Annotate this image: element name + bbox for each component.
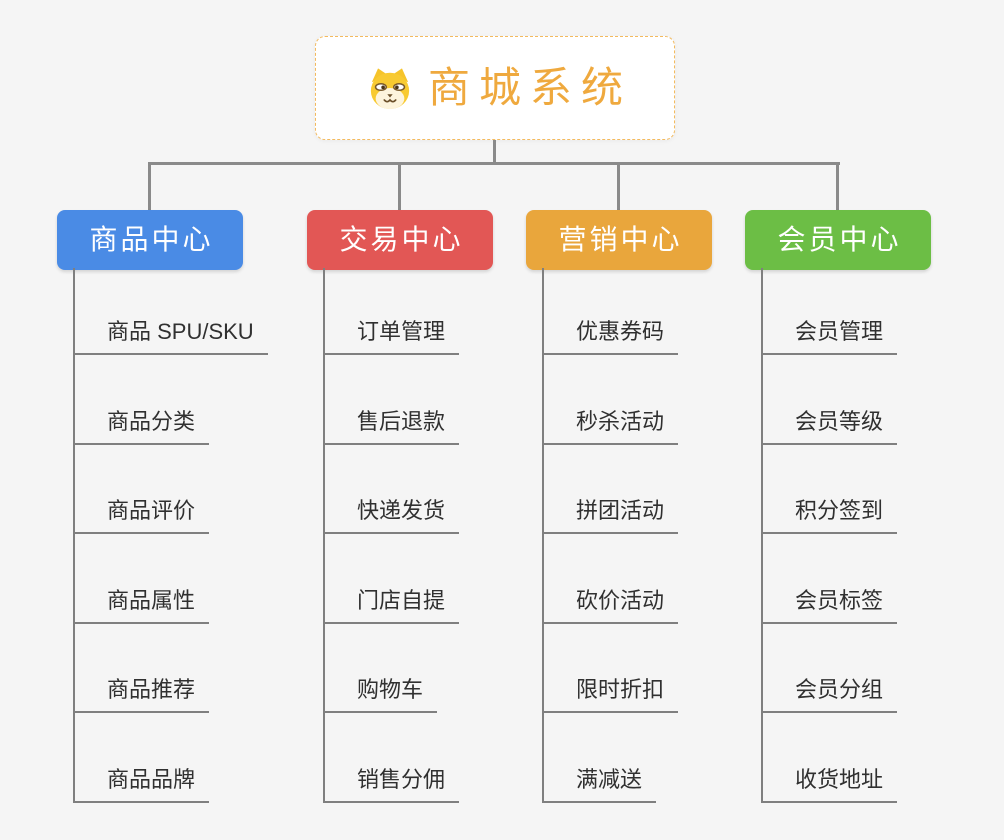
- leaf-node[interactable]: 限时折扣: [542, 676, 679, 713]
- branch-children-marketing-center: 优惠券码 秒杀活动 拼团活动 砍价活动 限时折扣 满减送: [542, 268, 787, 813]
- leaf-node[interactable]: 秒杀活动: [542, 408, 679, 445]
- leaf-node[interactable]: 会员分组: [761, 676, 898, 713]
- branch-node-member-center[interactable]: 会员中心: [745, 210, 931, 270]
- leaf-node[interactable]: 订单管理: [323, 318, 460, 355]
- leaf-node[interactable]: 购物车: [323, 676, 438, 713]
- leaf-node[interactable]: 商品 SPU/SKU: [73, 318, 268, 355]
- leaf-node[interactable]: 优惠券码: [542, 318, 679, 355]
- branch-children-trade-center: 订单管理 售后退款 快递发货 门店自提 购物车 销售分佣: [323, 268, 568, 813]
- connector-bus: [148, 162, 840, 165]
- branch-node-trade-center[interactable]: 交易中心: [307, 210, 493, 270]
- leaf-node[interactable]: 商品属性: [73, 587, 210, 624]
- root-node-title: 商城系统: [427, 64, 632, 111]
- branch-trunk-line: [323, 268, 325, 803]
- branch-trunk-line: [73, 268, 75, 803]
- leaf-node[interactable]: 收货地址: [761, 766, 898, 803]
- leaf-node[interactable]: 商品推荐: [73, 676, 210, 713]
- connector-drop: [148, 163, 151, 210]
- branch-trunk-line: [761, 268, 763, 803]
- leaf-node[interactable]: 门店自提: [323, 587, 460, 624]
- leaf-node[interactable]: 拼团活动: [542, 497, 679, 534]
- dog-face-icon: [367, 66, 413, 110]
- branch-node-marketing-center[interactable]: 营销中心: [526, 210, 712, 270]
- branch-children-product-center: 商品 SPU/SKU 商品分类 商品评价 商品属性 商品推荐 商品品牌: [73, 268, 318, 813]
- branch-node-label: 商品中心: [89, 224, 214, 255]
- leaf-node[interactable]: 砍价活动: [542, 587, 679, 624]
- leaf-node[interactable]: 积分签到: [761, 497, 898, 534]
- leaf-node[interactable]: 快递发货: [323, 497, 460, 534]
- leaf-node[interactable]: 售后退款: [323, 408, 460, 445]
- branch-trunk-line: [542, 268, 544, 803]
- branch-node-label: 交易中心: [339, 224, 464, 255]
- leaf-node[interactable]: 会员管理: [761, 318, 898, 355]
- leaf-node[interactable]: 会员等级: [761, 408, 898, 445]
- branch-node-label: 营销中心: [558, 224, 683, 255]
- leaf-node[interactable]: 满减送: [542, 766, 657, 803]
- leaf-node[interactable]: 商品评价: [73, 497, 210, 534]
- leaf-node[interactable]: 商品品牌: [73, 766, 210, 803]
- connector-drop: [617, 163, 620, 210]
- branch-children-member-center: 会员管理 会员等级 积分签到 会员标签 会员分组 收货地址: [761, 268, 1004, 813]
- leaf-node[interactable]: 销售分佣: [323, 766, 460, 803]
- branch-node-label: 会员中心: [777, 224, 902, 255]
- connector-root-stub: [493, 140, 496, 165]
- connector-drop: [836, 163, 839, 210]
- connector-drop: [398, 163, 401, 210]
- root-node[interactable]: 商城系统: [315, 36, 675, 140]
- leaf-node[interactable]: 商品分类: [73, 408, 210, 445]
- branch-node-product-center[interactable]: 商品中心: [57, 210, 243, 270]
- leaf-node[interactable]: 会员标签: [761, 587, 898, 624]
